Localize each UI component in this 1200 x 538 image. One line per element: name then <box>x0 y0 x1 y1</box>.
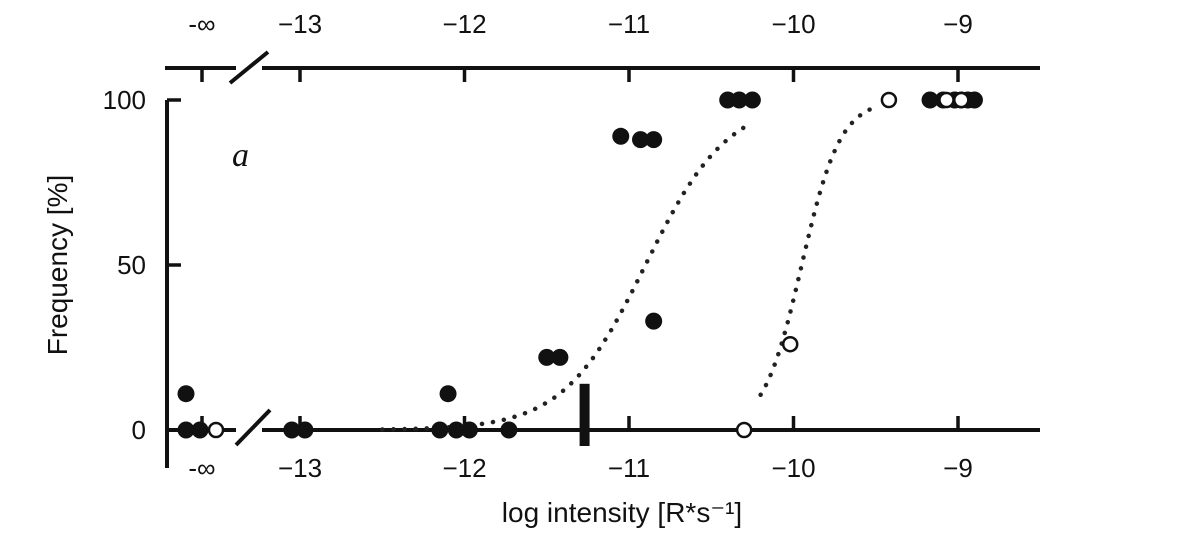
filled-circle-point <box>460 421 478 439</box>
top-x-tick-label: −9 <box>943 9 973 39</box>
marker-bar <box>579 383 590 446</box>
filled-circle-point <box>283 421 301 439</box>
filled-circle-point <box>191 421 209 439</box>
filled-circle-point <box>743 91 761 109</box>
filled-circle-point <box>296 421 314 439</box>
bottom-axis-break <box>234 408 272 447</box>
panel-label: a <box>232 137 249 174</box>
filled-circle-point <box>921 91 939 109</box>
filled-circle-point <box>447 421 465 439</box>
y-axis-title: Frequency [%] <box>42 175 73 356</box>
bottom-x-tick-label: −12 <box>442 453 486 483</box>
plot-frame <box>165 50 1040 468</box>
stimulus-marker-bar <box>579 383 590 446</box>
filled-circle-point <box>538 348 556 366</box>
top-axis-break <box>228 50 270 85</box>
filled-circle-point <box>612 127 630 145</box>
filled-circle-point <box>965 91 983 109</box>
y-axis-ticks: 0 50 100 <box>103 85 181 445</box>
top-x-tick-label: −12 <box>442 9 486 39</box>
filled-circle-point <box>645 131 663 149</box>
filled-circle-point <box>500 421 518 439</box>
fit-curve <box>380 125 747 432</box>
filled-circle-point <box>645 312 663 330</box>
filled-circle-point <box>177 385 195 403</box>
filled-circle-point <box>431 421 449 439</box>
bottom-x-tick-label: −10 <box>771 453 815 483</box>
top-x-tick-label: −10 <box>771 9 815 39</box>
bottom-x-tick-label: −13 <box>278 453 322 483</box>
data-points <box>177 91 983 439</box>
filled-circle-point <box>177 421 195 439</box>
bottom-x-tick-label: −9 <box>943 453 973 483</box>
open-circle-point <box>735 421 753 439</box>
top-x-tick-label: −13 <box>278 9 322 39</box>
fit-curves <box>380 104 879 432</box>
filled-circle-point <box>551 348 569 366</box>
filled-circle-point <box>730 91 748 109</box>
bottom-x-tick-label: -∞ <box>188 453 215 483</box>
y-tick-label: 0 <box>132 415 146 445</box>
filled-circle-point <box>439 385 457 403</box>
top-x-tick-label: −11 <box>608 9 650 39</box>
x-axis-ticks: -∞ -∞ −13 −13 −12 −12 −11 −11 −10 −10 −9 −9 <box>188 9 972 483</box>
fit-curve <box>758 104 879 398</box>
open-circle-point <box>938 91 955 109</box>
y-tick-label: 50 <box>117 250 146 280</box>
y-tick-label: 100 <box>103 85 146 115</box>
open-circle-point <box>207 421 225 439</box>
filled-circle-point <box>632 131 650 149</box>
open-circle-point <box>953 91 970 109</box>
x-axis-title: log intensity [R*s⁻¹] <box>502 497 742 528</box>
open-circle-point <box>781 335 799 353</box>
top-x-tick-label: -∞ <box>188 9 215 39</box>
open-circle-point <box>880 91 898 109</box>
bottom-x-tick-label: −11 <box>608 453 650 483</box>
